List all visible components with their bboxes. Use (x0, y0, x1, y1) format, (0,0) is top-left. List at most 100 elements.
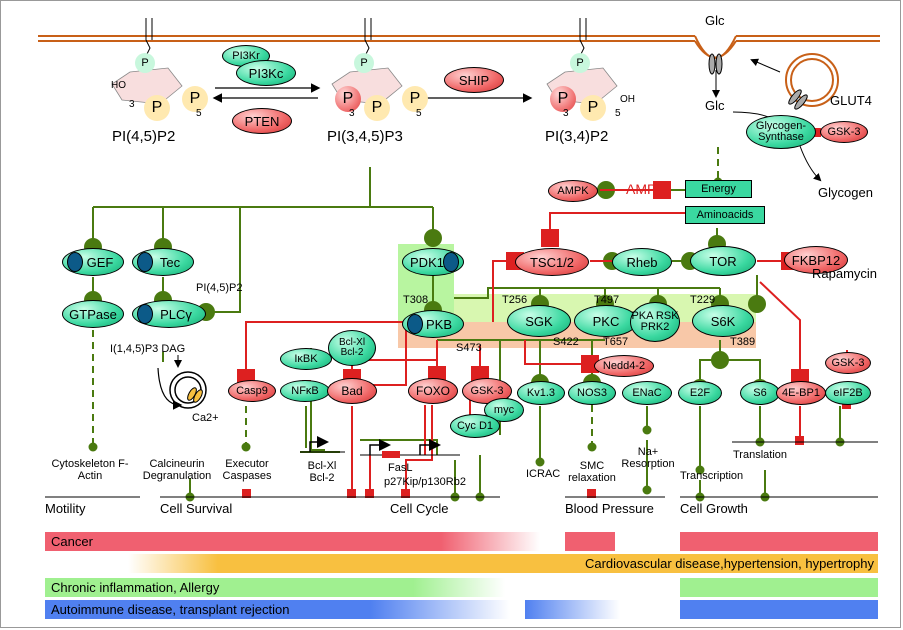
phosphate-pi34-3: P (550, 86, 576, 112)
oh-label: OH (620, 94, 635, 105)
pkc-node: PKC (574, 305, 638, 337)
ho-label: HO (111, 80, 126, 91)
site-t256: T256 (502, 294, 528, 306)
transcription-label: Transcription (680, 470, 744, 482)
site-s422: S422 (553, 336, 579, 348)
disease-bars (45, 532, 878, 619)
carbon-5-label-c: 5 (615, 108, 621, 119)
ship-node: SHIP (444, 67, 504, 93)
pkb-node: PKB (402, 310, 464, 338)
kv13-node: Kv1.3 (517, 381, 565, 405)
casp9-node: Casp9 (228, 380, 276, 402)
outcome-blood-pressure: Blood Pressure (565, 501, 654, 516)
site-s473: S473 (456, 342, 482, 354)
outcome-motility: Motility (45, 501, 86, 516)
site-t389: T389 (730, 336, 756, 348)
gene-arrows (309, 436, 441, 458)
ikbk-node: IκBK (280, 348, 332, 370)
tec-node: Tec (132, 248, 194, 276)
pdk1-label: PDK1 (410, 254, 444, 270)
ampk-node: AMPK (548, 180, 598, 202)
energy-box: Energy (685, 180, 752, 198)
glycogen-synthase-node: Glycogen-Synthase (746, 115, 816, 149)
calcineurin-label: Calcineurin Degranulation (142, 458, 212, 483)
bad-node: Bad (327, 378, 377, 404)
phosphate-pip3-top: P (354, 53, 374, 73)
disease-inflammation: Chronic inflammation, Allergy (51, 580, 220, 595)
foxo-node: FOXO (408, 378, 458, 404)
rheb-node: Rheb (612, 248, 672, 276)
disease-cardio: Cardiovascular disease,hypertension, hyp… (584, 556, 874, 571)
cycd1-node: Cyc D1 (450, 414, 500, 438)
ip3-dag-label: I(1,4,5)P3 DAG (110, 343, 186, 355)
eif2b-node: eIF2B (825, 381, 871, 405)
tor-node: TOR (690, 246, 756, 276)
site-t497: T497 (594, 294, 620, 306)
phosphate-pip2-5: P (182, 86, 208, 112)
nfkb-node: NFκB (280, 380, 330, 402)
bclxl-output-label: Bcl-Xl Bcl-2 (307, 460, 337, 485)
cytoskeleton-label: Cytoskeleton F-Actin (51, 458, 129, 483)
pip2-label: PI(4,5)P2 (112, 128, 176, 145)
phosphate-pip2-4: P (144, 95, 170, 121)
e2f-node: E2F (678, 381, 722, 405)
sgk-node: SGK (507, 305, 571, 337)
carbon-3-label-c: 3 (563, 108, 569, 119)
pip3-label: PI(3,4,5)P3 (327, 128, 403, 145)
amp-label: AMP (626, 181, 657, 197)
fasl-label: FasL (388, 462, 413, 474)
pi34p2-label: PI(3,4)P2 (545, 128, 609, 145)
carbon-3-label: 3 (129, 99, 135, 110)
disease-cancer: Cancer (51, 534, 93, 549)
pi3kc-node: PI3Kc (236, 60, 296, 86)
icrac-label: ICRAC (526, 468, 561, 480)
pkb-label: PKB (425, 316, 452, 332)
lipid-stalks (145, 18, 587, 57)
enac-node: ENaC (622, 381, 672, 405)
outcome-cell-growth: Cell Growth (680, 501, 748, 516)
phosphate-pip3-3: P (335, 86, 361, 112)
aminoacids-box: Aminoacids (685, 206, 765, 224)
glut4-label: GLUT4 (830, 93, 872, 108)
translation-label: Translation (733, 449, 788, 461)
plcg-node: PLCγ (132, 300, 206, 328)
phosphate-pip3-4: P (364, 95, 390, 121)
p27-label: p27Kip/p130Rb2 (384, 476, 466, 488)
phosphate-pi34-top: P (570, 53, 590, 73)
executor-caspases-label: Executor Caspases (222, 458, 272, 483)
tec-label: Tec (159, 254, 181, 270)
outcome-cell-survival: Cell Survival (160, 501, 233, 516)
carbon-5-label-b: 5 (416, 108, 422, 119)
disease-autoimmune: Autoimmune disease, transplant rejection (51, 602, 290, 617)
nedd4-node: Nedd4-2 (594, 355, 654, 377)
bclxl-node: Bcl-Xl Bcl-2 (328, 330, 376, 366)
phosphate-pip3-5: P (402, 86, 428, 112)
site-t229: T229 (690, 294, 716, 306)
gef-node: GEF (62, 248, 124, 276)
glc-out-label: Glc (705, 13, 725, 28)
outcome-cell-cycle: Cell Cycle (390, 501, 449, 516)
gsk3-top-node: GSK-3 (820, 121, 868, 143)
glc-in-label: Glc (705, 98, 725, 113)
glut4-arrow (750, 58, 781, 73)
carbon-5-label: 5 (196, 108, 202, 119)
nos3-node: NOS3 (568, 381, 616, 405)
s6-node: S6 (740, 381, 780, 405)
phosphate-pip2-top: P (135, 53, 155, 73)
pdk1-node: PDK1 (402, 248, 464, 276)
gef-label: GEF (86, 254, 114, 270)
outcome-baselines (45, 441, 878, 498)
fkbp12-node: FKBP12 (784, 246, 848, 274)
glycogen-label: Glycogen (818, 185, 873, 200)
gs-to-glycogen-arrow (799, 145, 822, 182)
site-t308: T308 (403, 294, 429, 306)
na-resorption-label: Na+ Resorption (621, 446, 675, 471)
gtpase-node: GTPase (62, 300, 124, 328)
pten-node: PTEN (232, 108, 292, 134)
smc-relaxation-label: SMC relaxation (568, 460, 616, 485)
tsc-node: TSC1/2 (515, 248, 589, 276)
pip2-small-label: PI(4,5)P2 (196, 282, 243, 294)
